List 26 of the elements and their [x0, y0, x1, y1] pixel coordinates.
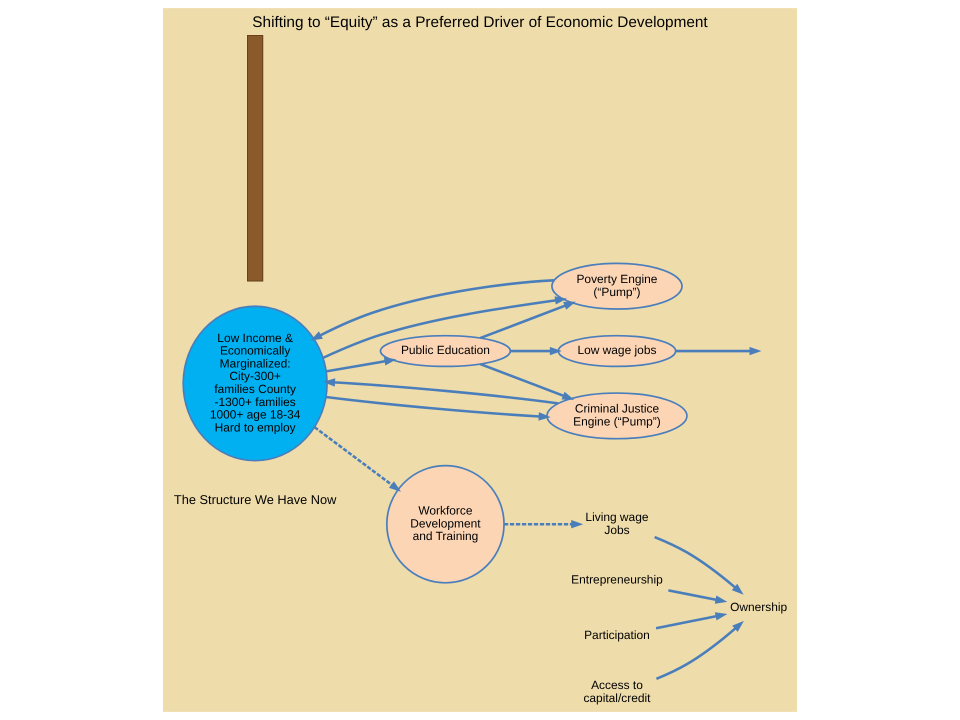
arrow	[480, 302, 576, 340]
arrow	[326, 357, 396, 373]
node-text: Entrepreneurship	[571, 572, 663, 587]
node-text: Access to capital/credit	[583, 678, 650, 705]
node-text: Living wage Jobs	[585, 510, 648, 537]
arrow	[323, 378, 558, 405]
arrow	[668, 589, 728, 604]
arrow	[504, 520, 584, 528]
arrow	[656, 620, 744, 680]
node-ellipse: Low wage jobs	[557, 334, 676, 368]
arrow	[654, 536, 744, 595]
node-bar	[247, 34, 264, 282]
node-circle: Workforce Development and Training	[386, 464, 505, 584]
arrow	[656, 612, 728, 630]
node-text: Ownership	[730, 600, 788, 614]
arrow	[676, 346, 762, 356]
arrow	[480, 362, 574, 400]
arrow	[310, 279, 554, 341]
arrow	[322, 296, 567, 360]
arrow	[510, 346, 562, 356]
arrow	[314, 426, 402, 492]
arrow	[326, 396, 551, 421]
node-circle: Low Income & Economically Marginalized: City-300+ families County -1300+ families 1000+ age 18-34 Hard to employ	[182, 305, 328, 462]
diagram-title: Shifting to “Equity” as a Preferred Driver of Economic Development	[252, 14, 708, 32]
label: The Structure We Have Now	[174, 492, 336, 508]
node-text: Participation	[584, 628, 650, 642]
